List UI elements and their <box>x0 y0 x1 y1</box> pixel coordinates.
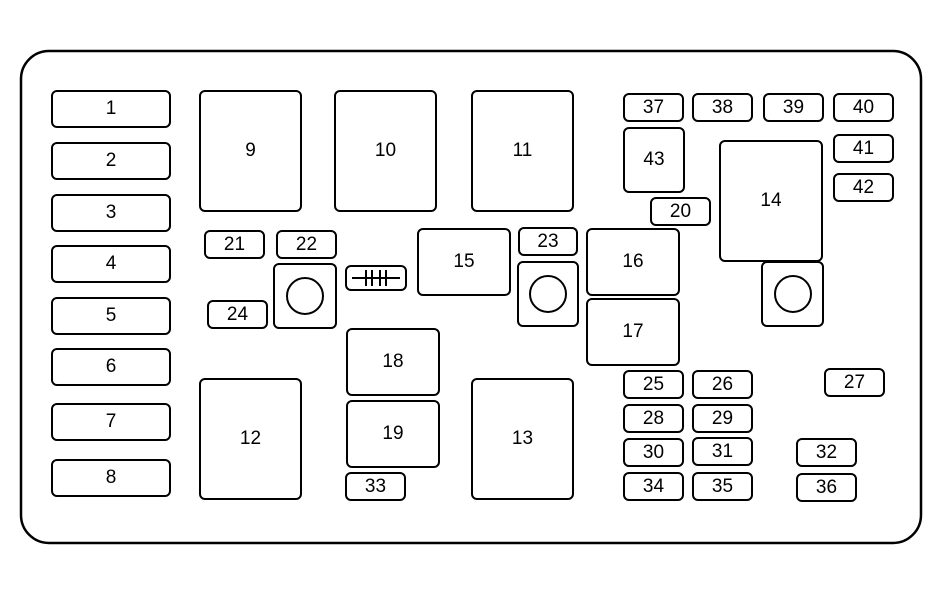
fuse-3: 3 <box>51 194 171 232</box>
fuse-label: 38 <box>711 96 734 118</box>
fuse-label: 40 <box>852 96 875 118</box>
fuse-41: 41 <box>833 134 894 163</box>
fuse-label: 5 <box>105 305 117 326</box>
fuse-label: 20 <box>669 200 692 222</box>
fuse-label: 6 <box>105 356 117 377</box>
fuse-38: 38 <box>692 93 753 122</box>
relay-label: 11 <box>512 140 533 161</box>
fuse-label: 29 <box>711 407 734 429</box>
fuse-36: 36 <box>796 473 857 502</box>
fuse-label: 37 <box>642 96 665 118</box>
fuse-31: 31 <box>692 437 753 466</box>
relay-18: 18 <box>346 328 440 396</box>
stud-terminal <box>517 261 579 327</box>
fuse-35: 35 <box>692 472 753 501</box>
relay-9: 9 <box>199 90 302 212</box>
fuse-33: 33 <box>345 472 406 501</box>
fuse-label: 7 <box>105 411 117 432</box>
relay-label: 9 <box>245 140 256 161</box>
fuse-20: 20 <box>650 197 711 226</box>
fuse-label: 28 <box>642 407 665 429</box>
fuse-puller-icon <box>345 265 407 291</box>
fuse-40: 40 <box>833 93 894 122</box>
fuse-28: 28 <box>623 404 684 433</box>
relay-label: 13 <box>511 428 534 449</box>
fuse-label: 8 <box>105 467 117 488</box>
relay-label: 18 <box>382 351 404 372</box>
relay-label: 12 <box>239 428 262 449</box>
fuse-6: 6 <box>51 348 171 386</box>
fuse-label: 31 <box>711 440 734 462</box>
fuse-label: 25 <box>642 373 665 395</box>
relay-14: 14 <box>719 140 823 262</box>
relay-label: 19 <box>382 423 404 444</box>
relay-label: 15 <box>453 251 475 272</box>
relay-17: 17 <box>586 298 680 366</box>
fuse-label: 33 <box>364 475 387 497</box>
fuse-30: 30 <box>623 438 684 467</box>
fuse-8: 8 <box>51 459 171 497</box>
fuse-42: 42 <box>833 173 894 202</box>
relay-label: 17 <box>622 321 644 342</box>
fuse-label: 1 <box>105 98 117 119</box>
fuse-39: 39 <box>763 93 824 122</box>
fuse-label: 34 <box>642 475 665 497</box>
fuse-5: 5 <box>51 297 171 335</box>
fuse-25: 25 <box>623 370 684 399</box>
relay-13: 13 <box>471 378 574 500</box>
fuse-22: 22 <box>276 230 337 259</box>
fuse-label: 30 <box>642 441 665 463</box>
fuse-label: 4 <box>105 253 117 274</box>
fuse-label: 2 <box>105 150 117 171</box>
stud-terminal <box>761 261 824 327</box>
relay-11: 11 <box>471 90 574 212</box>
fuse-label: 32 <box>815 441 838 463</box>
fuse-21: 21 <box>204 230 265 259</box>
fuse-7: 7 <box>51 403 171 441</box>
relay-15: 15 <box>417 228 511 296</box>
fuse-29: 29 <box>692 404 753 433</box>
fuse-24: 24 <box>207 300 268 329</box>
relay-10: 10 <box>334 90 437 212</box>
fuse-label: 3 <box>105 202 117 223</box>
fuse-label: 23 <box>537 230 559 252</box>
fuse-label: 22 <box>295 233 318 255</box>
fuse-27: 27 <box>824 368 885 397</box>
relay-43: 43 <box>623 127 685 193</box>
fuse-label: 27 <box>843 371 866 393</box>
fuse-32: 32 <box>796 438 857 467</box>
fuse-26: 26 <box>692 370 753 399</box>
fuse-label: 36 <box>815 476 838 498</box>
fuse-37: 37 <box>623 93 684 122</box>
stud-hole-icon <box>286 277 324 315</box>
relay-label: 16 <box>622 251 644 272</box>
fuse-label: 42 <box>852 176 875 198</box>
stud-hole-icon <box>773 275 812 313</box>
fuse-23: 23 <box>518 227 578 256</box>
fuse-4: 4 <box>51 245 171 283</box>
fuse-34: 34 <box>623 472 684 501</box>
relay-label: 10 <box>374 140 397 161</box>
relay-12: 12 <box>199 378 302 500</box>
relay-label: 43 <box>643 149 665 170</box>
fuse-label: 26 <box>711 373 734 395</box>
fuse-label: 35 <box>711 475 734 497</box>
relay-19: 19 <box>346 400 440 468</box>
stud-terminal <box>273 263 337 329</box>
fuse-1: 1 <box>51 90 171 128</box>
relay-16: 16 <box>586 228 680 296</box>
fuse-2: 2 <box>51 142 171 180</box>
fuse-label: 41 <box>852 137 875 159</box>
relay-label: 14 <box>760 190 782 211</box>
fuse-label: 39 <box>782 96 805 118</box>
stud-hole-icon <box>529 275 567 313</box>
fuse-label: 24 <box>226 303 249 325</box>
fuse-label: 21 <box>223 233 246 255</box>
